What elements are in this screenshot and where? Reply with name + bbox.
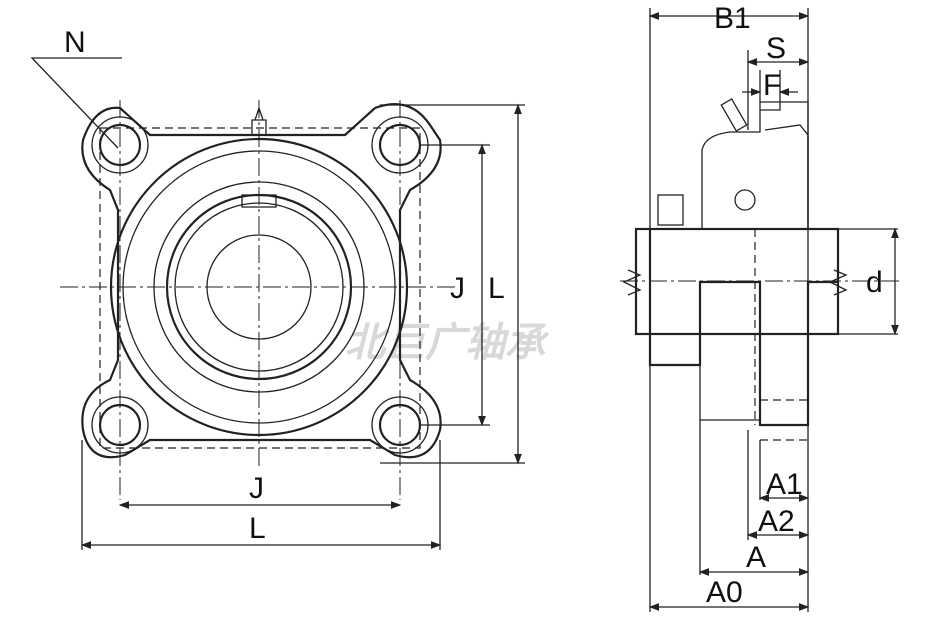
label-a1: A1	[766, 468, 803, 501]
label-b1: B1	[714, 2, 751, 35]
bolt-holes	[91, 116, 429, 454]
label-a2: A2	[758, 505, 795, 538]
label-n: N	[64, 26, 86, 59]
hidden-base	[99, 127, 421, 449]
label-f: F	[763, 69, 781, 102]
label-d: d	[866, 266, 883, 299]
label-a0: A0	[706, 576, 743, 609]
watermark: 北巨广轴承	[345, 320, 550, 366]
label-j-horizontal: J	[249, 472, 264, 505]
label-j-vertical: J	[450, 272, 465, 305]
label-l-vertical: L	[488, 272, 505, 305]
label-l-horizontal: L	[249, 512, 266, 545]
front-view: N J L J L	[30, 26, 525, 550]
label-a: A	[746, 541, 766, 574]
label-s: S	[766, 32, 786, 65]
side-view: B1 S F d A1 A2 A A0	[620, 2, 900, 612]
